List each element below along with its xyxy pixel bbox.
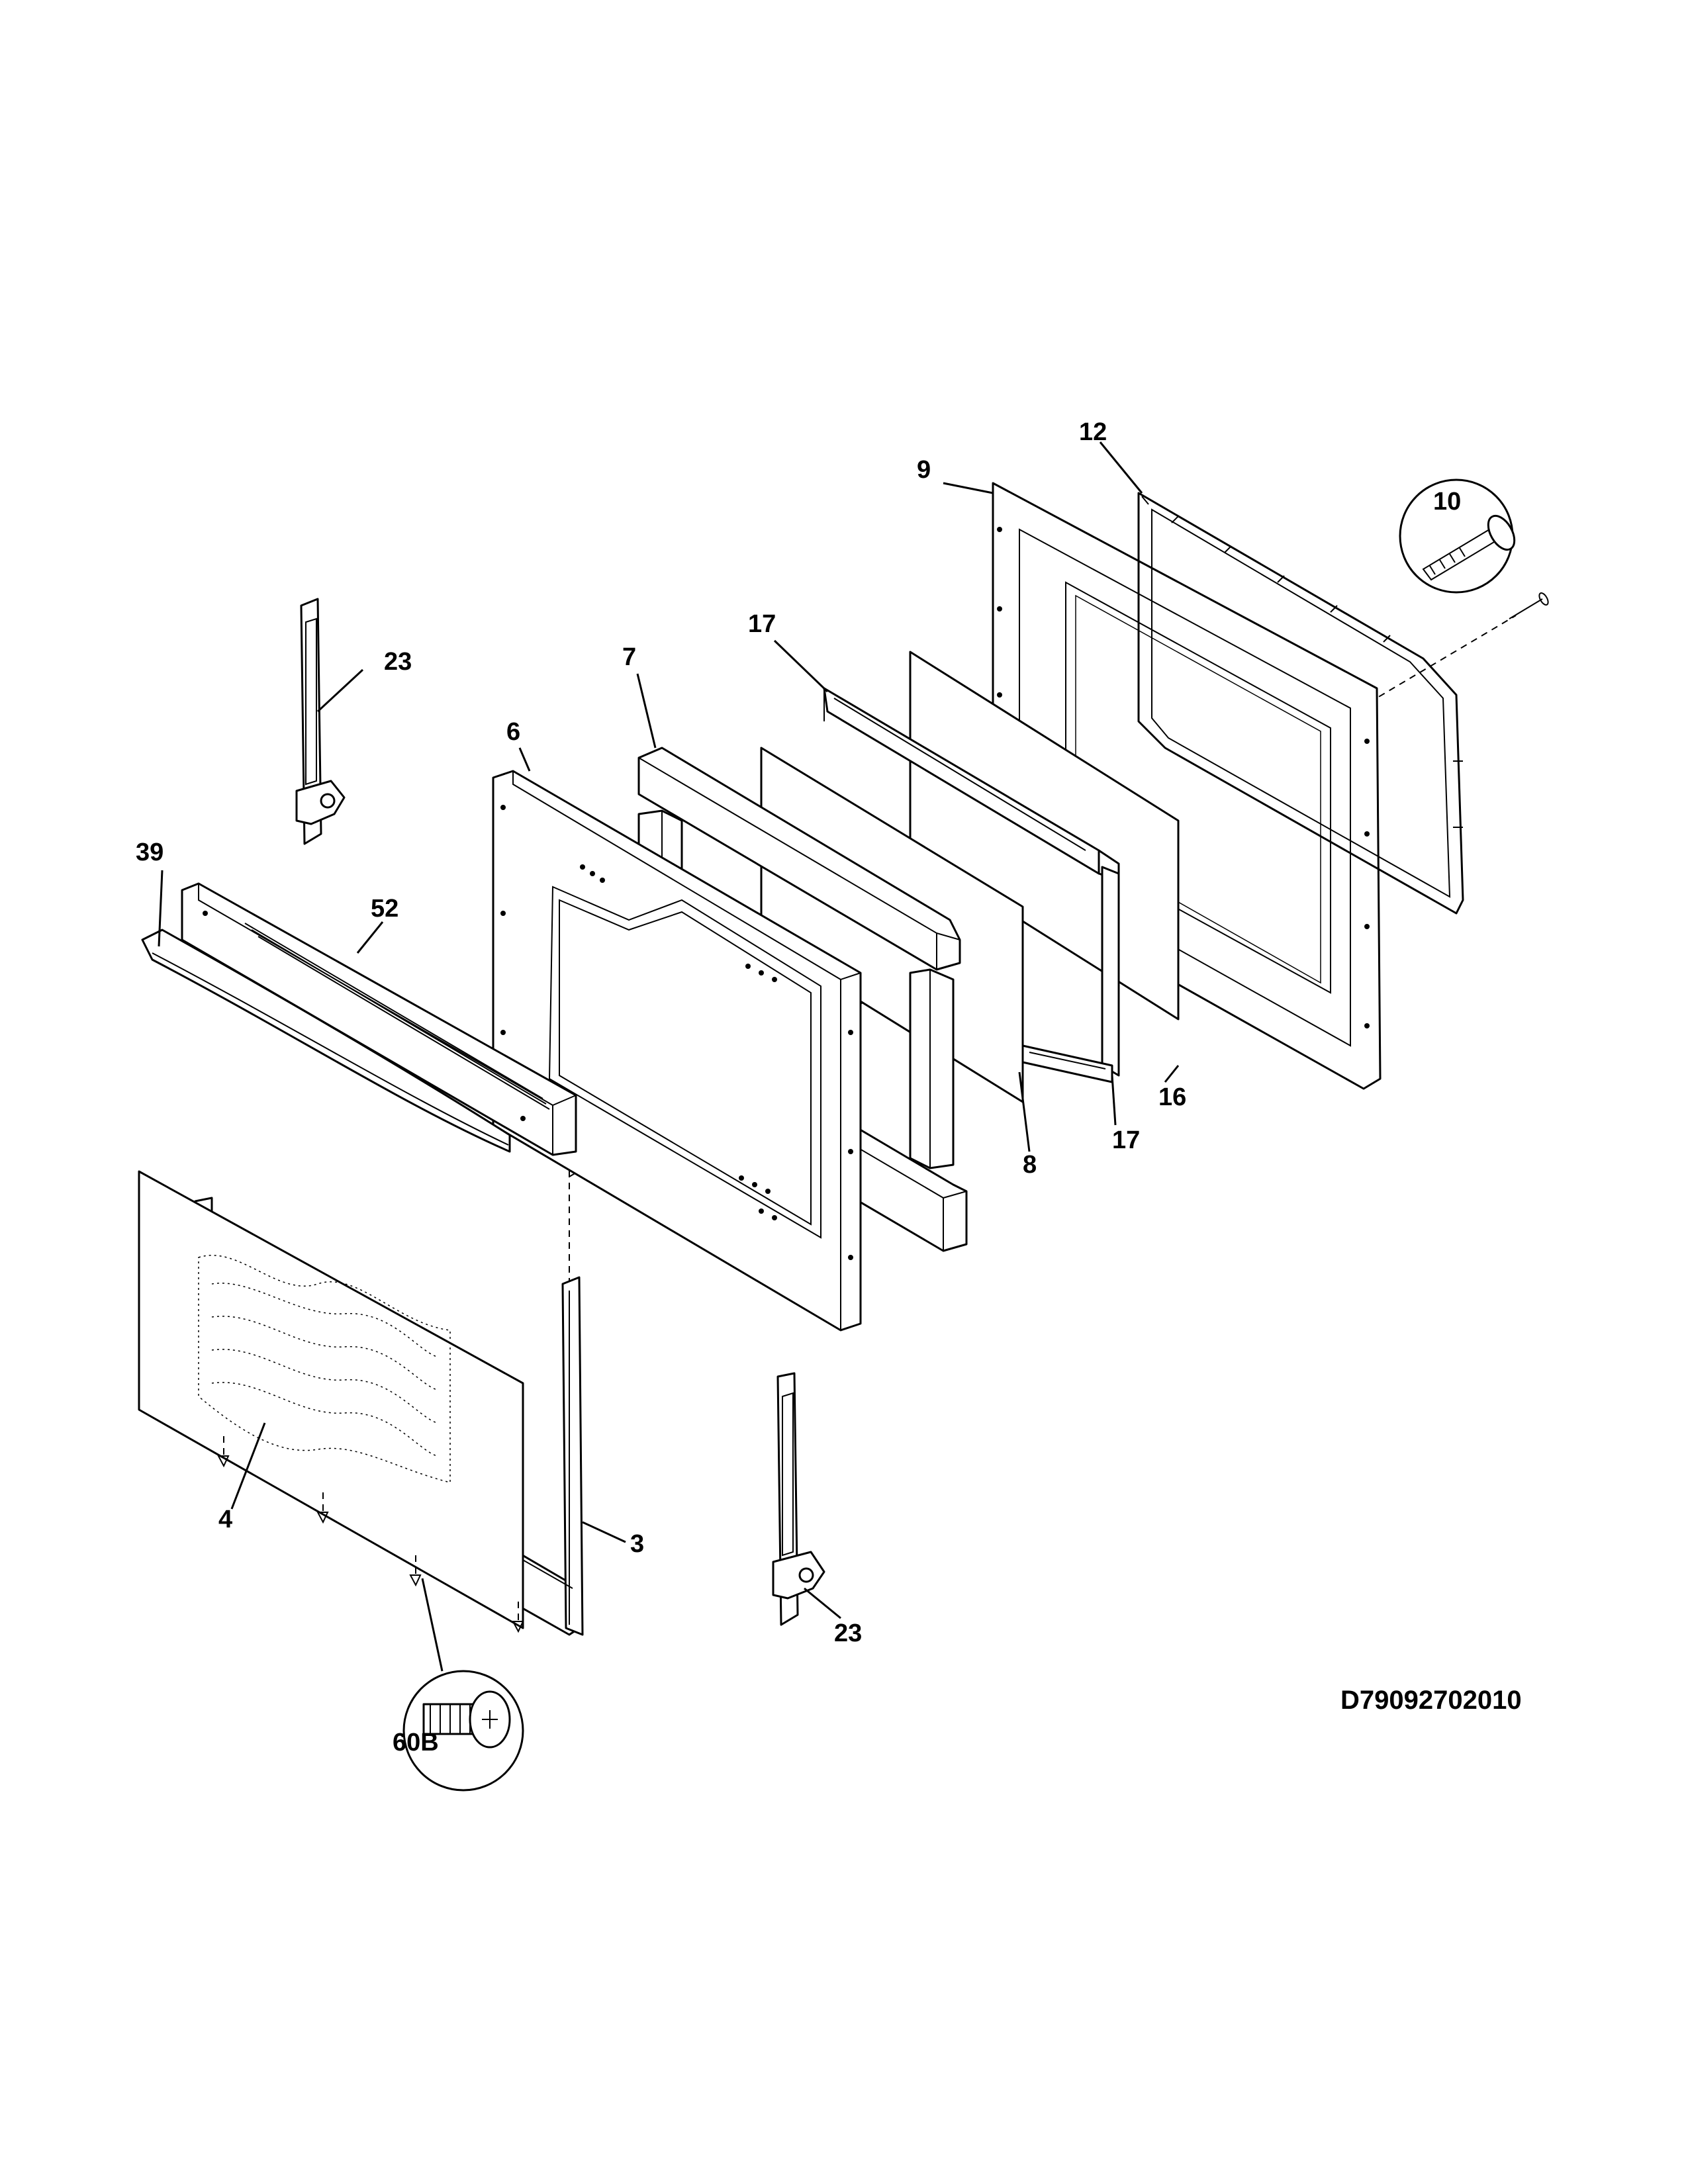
part-10-screw-inset: [1399, 478, 1549, 619]
label-part-6: 6: [506, 718, 520, 746]
part-17-glass-frame-upper: [823, 687, 1120, 882]
label-part-52: 52: [371, 895, 399, 923]
label-part-23-lower: 23: [834, 1619, 862, 1647]
label-part-39: 39: [136, 839, 164, 866]
label-part-8: 8: [1023, 1151, 1037, 1179]
part-60b-screw-inset: [402, 1670, 524, 1792]
label-part-9: 9: [917, 456, 931, 484]
door-bottom-screws: [217, 1436, 524, 1633]
part-4-outer-glass: [138, 1170, 524, 1629]
label-part-4: 4: [218, 1506, 232, 1533]
label-part-3: 3: [630, 1530, 644, 1558]
label-part-16: 16: [1158, 1083, 1186, 1111]
label-part-17-lower: 17: [1112, 1126, 1140, 1154]
label-part-60b: 60B: [393, 1729, 439, 1756]
label-part-23-upper: 23: [384, 648, 412, 676]
part-39-door-handle: [141, 929, 511, 1153]
part-52-handle-trim: [181, 882, 577, 1156]
part-23-hinge-lower: [772, 1372, 825, 1626]
leader-lines: [158, 441, 1180, 1672]
part-23-hinge-upper: [295, 598, 346, 845]
drawing-code: D79092702010: [1340, 1686, 1522, 1715]
part-12-door-gasket: [1137, 492, 1464, 915]
label-part-7: 7: [622, 643, 636, 671]
label-part-12: 12: [1079, 418, 1107, 446]
label-part-17-upper: 17: [748, 610, 776, 638]
label-part-10: 10: [1433, 488, 1461, 516]
